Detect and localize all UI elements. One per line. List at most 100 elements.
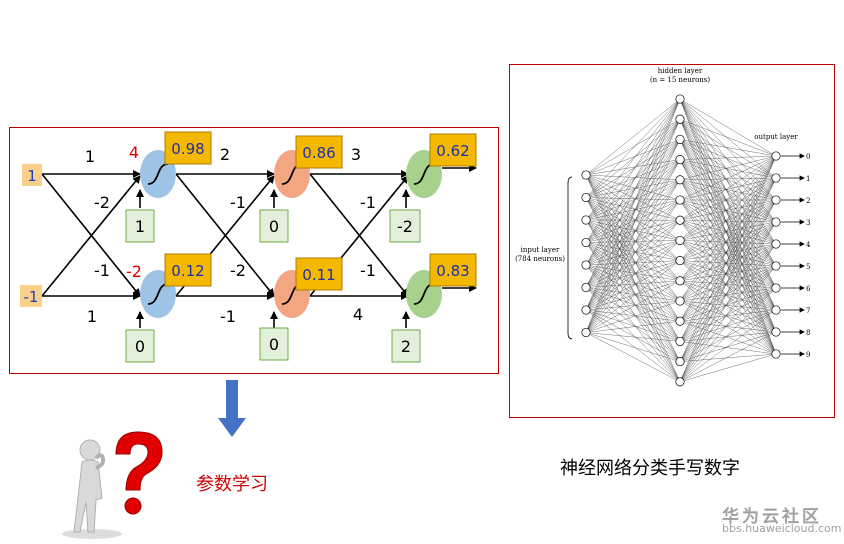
digit-label: 9	[806, 351, 810, 359]
mnist-edge	[679, 179, 777, 223]
output-layer-title: output layer	[754, 133, 798, 141]
mnist-edge	[679, 98, 777, 333]
mnist-edge	[585, 179, 681, 311]
digit-label: 3	[806, 219, 810, 227]
outputs: 0.98 0.12 0.86 0.11 0.62 0.83	[164, 131, 477, 291]
mnist-edge	[585, 119, 681, 221]
mnist-edge	[585, 242, 681, 382]
mnist-edge	[585, 179, 681, 198]
output-neuron	[771, 239, 781, 249]
mnist-edge	[679, 240, 777, 289]
bias-value-1: 1	[135, 217, 145, 236]
hidden-neuron	[675, 235, 685, 245]
mnist-edge	[585, 139, 681, 333]
mnist-edge	[679, 179, 777, 201]
output-neuron	[771, 173, 781, 183]
mnist-edge	[585, 119, 681, 266]
bias-box-3	[259, 209, 289, 243]
mnist-edge	[585, 139, 681, 198]
mnist-neurons	[581, 94, 781, 387]
mnist-edge	[679, 199, 777, 333]
hidden-neuron	[675, 215, 685, 225]
mnist-edge	[679, 353, 777, 362]
output-neuron	[771, 261, 781, 271]
mnist-edge	[679, 199, 777, 362]
weight-l1-3: -1	[94, 261, 110, 280]
mnist-edge	[585, 287, 681, 342]
mnist-edge	[679, 139, 777, 289]
mnist-edge	[585, 199, 681, 288]
mnist-edge	[585, 119, 681, 311]
mnist-edge	[585, 219, 681, 302]
mnist-edge	[679, 300, 777, 355]
output-value-6: 0.83	[436, 262, 469, 280]
inputs: 1 -1	[20, 164, 42, 307]
mnist-edge	[585, 240, 681, 311]
mnist-edge	[585, 179, 681, 221]
mnist-edge	[585, 242, 681, 362]
mnist-edge	[679, 287, 777, 342]
mnist-edge	[679, 321, 777, 333]
mnist-edge	[679, 221, 777, 342]
mnist-edge	[679, 221, 777, 302]
mnist-edge	[585, 174, 681, 241]
output-box-5	[429, 133, 477, 167]
mnist-edge	[679, 159, 777, 355]
mnist-edge	[679, 139, 777, 311]
input-neuron	[581, 215, 591, 225]
mnist-edge	[585, 287, 681, 362]
mnist-edge	[585, 300, 681, 333]
network-diagram-frame: 1 -1 1 0 0 0 -2 2 0.98 0.12 0.86	[9, 127, 499, 374]
mnist-edge	[585, 309, 681, 362]
mnist-edge	[585, 119, 681, 176]
mnist-edge	[679, 155, 777, 160]
mnist-edge	[585, 179, 681, 243]
mnist-edge	[585, 264, 681, 281]
mnist-edge	[679, 179, 777, 355]
mnist-edge	[585, 197, 681, 241]
mnist-edge	[585, 219, 681, 382]
mnist-edge	[585, 264, 681, 362]
output-box-6	[429, 253, 477, 287]
mnist-edge	[585, 242, 681, 281]
mnist-edge	[585, 242, 681, 302]
mnist-edge	[585, 174, 681, 261]
mnist-edge	[679, 265, 777, 302]
mnist-edge	[585, 98, 681, 243]
mnist-edge	[585, 332, 681, 342]
mnist-edge	[679, 309, 777, 322]
mnist-edge	[585, 174, 681, 201]
mnist-edge	[679, 155, 777, 362]
mnist-edge	[679, 98, 777, 223]
mnist-edge	[679, 179, 777, 311]
mnist-edge	[679, 177, 777, 180]
mnist-edge	[679, 155, 777, 261]
mnist-edge	[585, 174, 681, 281]
hidden-neuron	[675, 377, 685, 387]
mnist-edge	[585, 139, 681, 176]
weight-l2-3: -2	[230, 261, 246, 280]
mnist-edge	[679, 240, 777, 355]
neurons	[140, 150, 442, 318]
mnist-edge	[679, 159, 777, 179]
mnist-edge	[585, 139, 681, 311]
digit-label: 2	[806, 197, 810, 205]
mnist-edge	[679, 177, 777, 281]
mnist-edge	[679, 177, 777, 302]
mnist-edge	[585, 260, 681, 266]
digit-label: 1	[806, 175, 810, 183]
mnist-edge	[585, 280, 681, 311]
mnist-edge	[585, 309, 681, 322]
mnist-edge	[585, 98, 681, 266]
mnist-edge	[585, 309, 681, 342]
mnist-edge	[585, 98, 681, 176]
hidden-neuron	[675, 114, 685, 124]
mnist-edge	[585, 219, 681, 342]
mnist-edge	[585, 119, 681, 198]
digit-label: 5	[806, 263, 810, 271]
mnist-output-arrows	[781, 153, 805, 357]
mnist-edge	[679, 98, 777, 179]
weight-l3-4: 4	[353, 305, 363, 324]
mnist-edge	[679, 139, 777, 267]
mnist-edge	[585, 197, 681, 362]
